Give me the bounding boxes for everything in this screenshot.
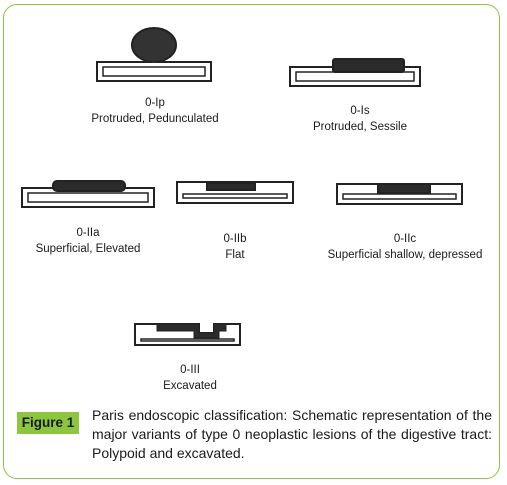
code-0-iii: 0-III	[180, 364, 200, 376]
caption-0-ip: 0-Ip Protruded, Pedunculated	[65, 95, 245, 127]
diagram-0-iib	[176, 181, 294, 204]
figure-caption: Paris endoscopic classification: Schemat…	[92, 407, 492, 461]
label-0-ip: Protruded, Pedunculated	[91, 113, 219, 125]
diagram-0-is	[289, 58, 421, 87]
diagram-0-ip	[96, 27, 212, 82]
code-0-ip: 0-Ip	[145, 97, 165, 109]
label-0-is: Protruded, Sessile	[313, 121, 407, 133]
caption-0-iib: 0-IIb Flat	[195, 231, 275, 263]
code-0-iia: 0-IIa	[76, 227, 100, 239]
code-0-iic: 0-IIc	[393, 233, 417, 245]
diagram-0-iic	[336, 183, 463, 205]
code-0-iib: 0-IIb	[223, 233, 247, 245]
label-0-iic: Superficial shallow, depressed	[327, 249, 483, 261]
label-0-iib: Flat	[225, 249, 245, 261]
caption-0-iii: 0-III Excavated	[145, 362, 235, 394]
diagram-0-iia	[21, 180, 155, 208]
caption-0-iia: 0-IIa Superficial, Elevated	[8, 225, 168, 257]
caption-0-is: 0-Is Protruded, Sessile	[270, 103, 450, 135]
label-0-iii: Excavated	[163, 380, 217, 392]
diagram-0-iii	[134, 323, 241, 346]
code-0-is: 0-Is	[350, 105, 370, 117]
label-0-iia: Superficial, Elevated	[35, 243, 141, 255]
caption-0-iic: 0-IIc Superficial shallow, depressed	[315, 231, 495, 263]
figure-label: Figure 1	[17, 412, 79, 434]
figure-frame	[3, 4, 500, 479]
